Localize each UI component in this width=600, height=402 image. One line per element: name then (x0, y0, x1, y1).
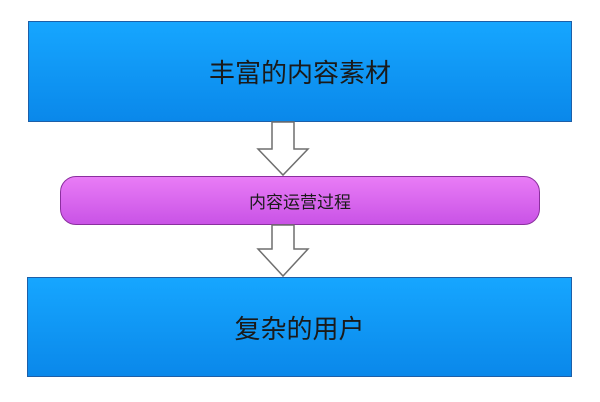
complex-users-box: 复杂的用户 (27, 277, 572, 377)
content-materials-label: 丰富的内容素材 (208, 59, 391, 89)
down-arrow-icon (256, 121, 310, 177)
content-operation-process-pill: 内容运营过程 (60, 176, 540, 225)
complex-users-label: 复杂的用户 (234, 314, 365, 345)
content-materials-box: 丰富的内容素材 (28, 21, 572, 122)
content-operation-process-label: 内容运营过程 (249, 193, 351, 213)
down-arrow-icon (256, 224, 310, 278)
